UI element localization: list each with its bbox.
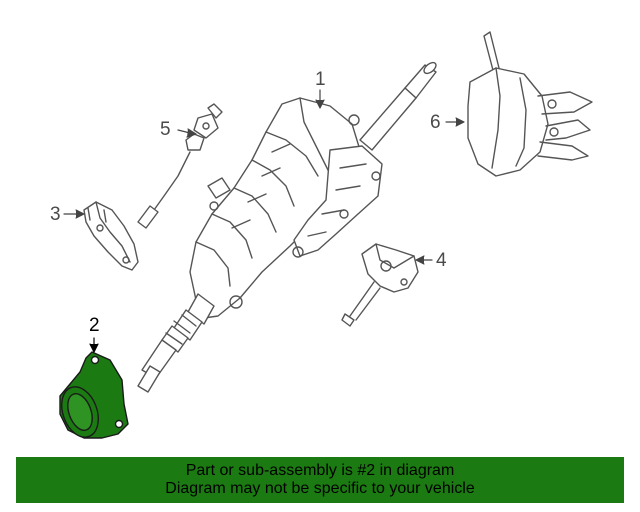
leader-lines [63,89,465,353]
switch-module-part-3 [83,201,139,271]
banner-line-1: Part or sub-assembly is #2 in diagram [185,462,455,479]
callout-5: 5 [160,119,171,140]
banner-line-2: Diagram may not be specific to your vehi… [165,480,475,497]
callout-3: 3 [50,204,61,225]
parts-diagram [59,31,593,439]
sensor-part-5 [137,103,223,229]
steering-column-assembly [137,61,437,393]
column-cover-part-2 [59,351,129,439]
callout-1: 1 [315,69,326,90]
callout-2: 2 [89,315,100,336]
info-banner: Part or sub-assembly is #2 in diagram Di… [16,457,624,503]
callout-4: 4 [436,250,447,271]
actuator-part-4 [341,243,419,327]
callout-6: 6 [430,112,441,133]
combination-switch-part-6 [467,31,593,177]
